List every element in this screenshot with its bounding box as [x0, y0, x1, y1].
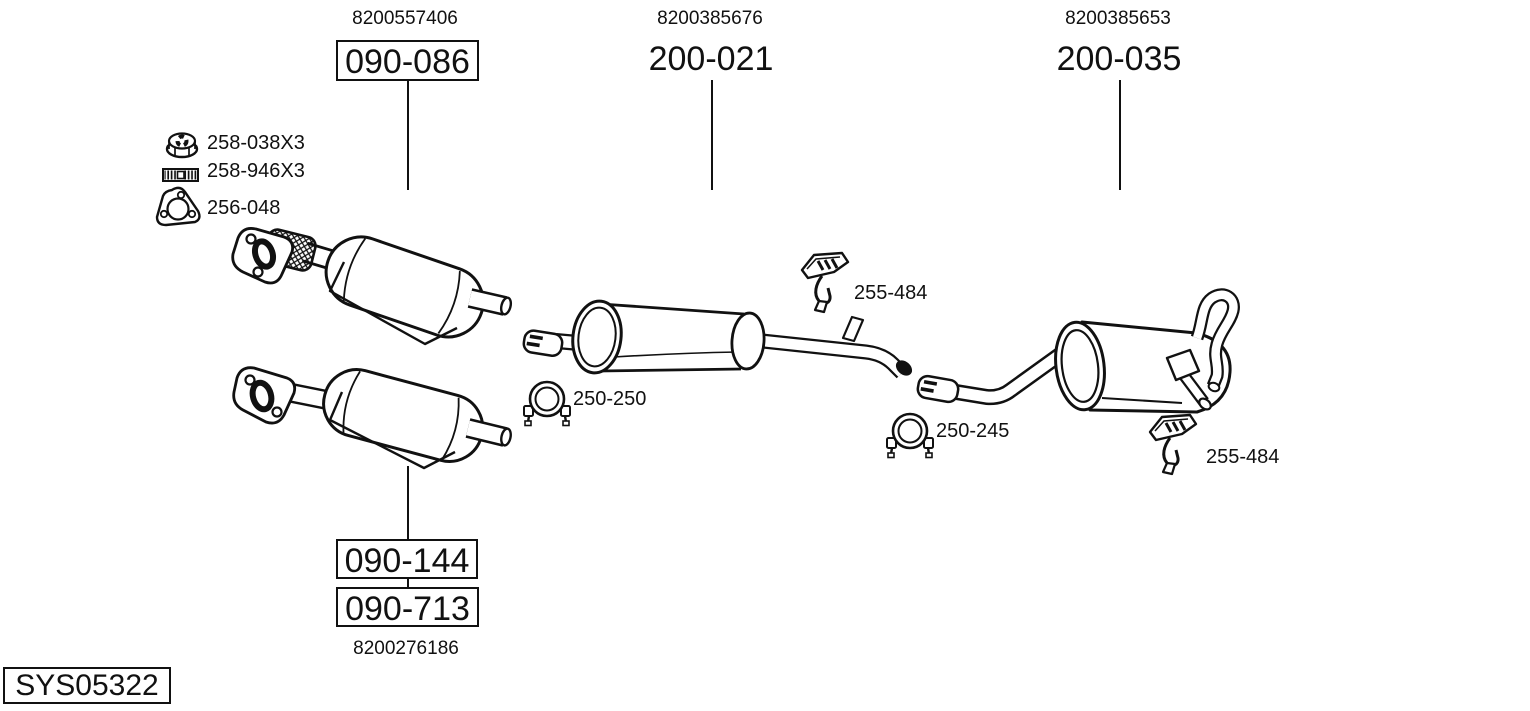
rear-muffler-drawing [916, 288, 1240, 414]
nut-part-code: 258-038X3 [207, 132, 305, 154]
hanger-1-part-code: 255-484 [854, 282, 928, 304]
pipe-clamp-icon [885, 412, 935, 459]
front-catalytic-converter-drawing [231, 227, 513, 346]
gasket-part-code: 256-048 [207, 197, 281, 219]
clamp-1-part-code: 250-250 [573, 388, 647, 410]
top-group-3-oe-number: 8200385653 [1065, 8, 1171, 29]
rubber-hanger-icon [1148, 413, 1198, 476]
hanger-2-part-code: 255-484 [1206, 446, 1280, 468]
top-group-2-oe-number: 8200385676 [657, 8, 763, 29]
slotted-inlet-tip [522, 329, 564, 357]
top-group-1-part-code: 090-086 [336, 40, 479, 81]
bottom-group-oe-number: 8200276186 [353, 638, 459, 659]
bottom-group-part-code-1: 090-144 [336, 539, 478, 580]
inlet-flange [232, 366, 297, 425]
top-group-2-part-code: 200-021 [648, 40, 774, 78]
catalytic-converter-drawing [232, 366, 512, 470]
stud-bolt-icon [162, 168, 199, 182]
stud-part-code: 258-946X3 [207, 160, 305, 182]
pipe-clamp-icon [522, 380, 572, 427]
gasket-icon [155, 186, 201, 227]
top-group-1-oe-number: 8200557406 [352, 8, 458, 29]
slotted-inlet-tip [916, 374, 960, 404]
top-group-3-part-code: 200-035 [1056, 40, 1182, 78]
system-code: SYS05322 [3, 667, 171, 704]
middle-muffler-drawing [522, 299, 913, 379]
flange-nut-icon [165, 132, 199, 159]
inlet-flange [231, 227, 295, 285]
bottom-group-part-code-2: 090-713 [336, 587, 479, 628]
leader-lines [407, 80, 1121, 588]
clamp-2-part-code: 250-245 [936, 420, 1010, 442]
rubber-hanger-icon [800, 251, 850, 314]
